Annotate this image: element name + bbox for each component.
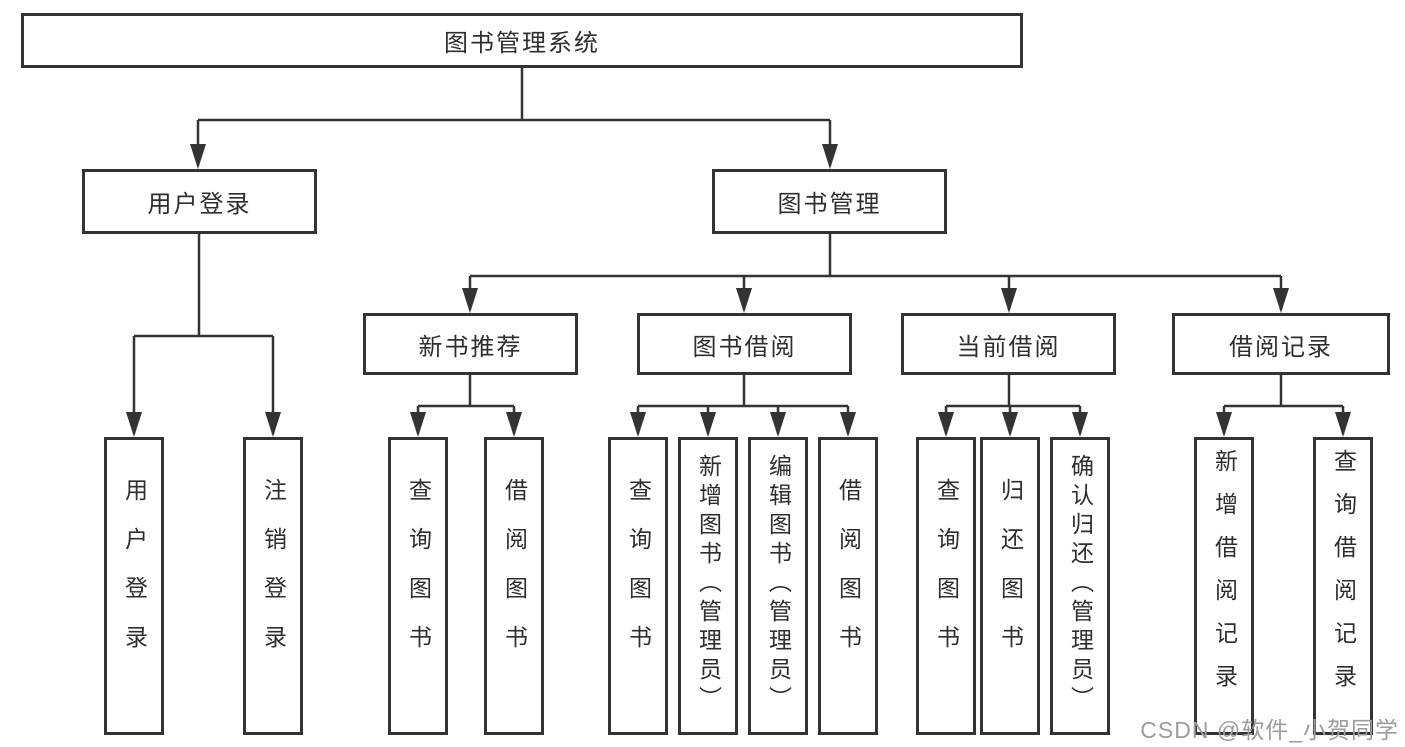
leaf-user-login: 用户登录 (104, 437, 164, 735)
node-book-management: 图书管理 (712, 169, 947, 234)
leaf-label: 编辑图书（管理员） (765, 453, 792, 715)
node-book-borrowing: 图书借阅 (637, 313, 852, 375)
node-user-login-branch: 用户登录 (82, 169, 317, 234)
leaf-label: 查询借阅记录 (1330, 449, 1357, 707)
leaf-label: 注销登录 (260, 478, 287, 674)
arrowheads (126, 144, 1351, 437)
leaf-nbr-query-books: 查询图书 (388, 437, 448, 735)
node-library-system: 图书管理系统 (21, 13, 1023, 68)
leaf-nbr-borrow-books: 借阅图书 (484, 437, 544, 735)
leaf-bb-query-books: 查询图书 (608, 437, 668, 735)
leaf-br-query-record: 查询借阅记录 (1313, 437, 1373, 735)
leaf-br-add-record: 新增借阅记录 (1194, 437, 1254, 735)
leaf-cb-return-books: 归还图书 (980, 437, 1040, 735)
leaf-label: 归还图书 (997, 478, 1024, 674)
leaf-logout: 注销登录 (243, 437, 303, 735)
leaf-label: 借阅图书 (501, 478, 528, 674)
leaf-label: 借阅图书 (835, 478, 862, 674)
leaf-bb-edit-books-admin: 编辑图书（管理员） (748, 437, 808, 735)
node-new-book-recommend: 新书推荐 (363, 313, 578, 375)
leaf-label: 新增图书（管理员） (695, 453, 722, 715)
node-current-borrowing: 当前借阅 (901, 313, 1116, 375)
leaf-bb-add-books-admin: 新增图书（管理员） (678, 437, 738, 735)
leaf-label: 查询图书 (405, 478, 432, 674)
leaf-label: 查询图书 (625, 478, 652, 674)
leaf-cb-confirm-return-admin: 确认归还（管理员） (1050, 437, 1110, 735)
leaf-label: 用户登录 (121, 478, 148, 674)
csdn-watermark: CSDN @软件_小贺同学 (1140, 717, 1399, 743)
leaf-label: 新增借阅记录 (1211, 449, 1238, 707)
leaf-label: 确认归还（管理员） (1067, 453, 1094, 715)
node-borrowing-records: 借阅记录 (1172, 313, 1390, 375)
leaf-cb-query-books: 查询图书 (916, 437, 976, 735)
leaf-label: 查询图书 (933, 478, 960, 674)
leaf-bb-borrow-books: 借阅图书 (818, 437, 878, 735)
